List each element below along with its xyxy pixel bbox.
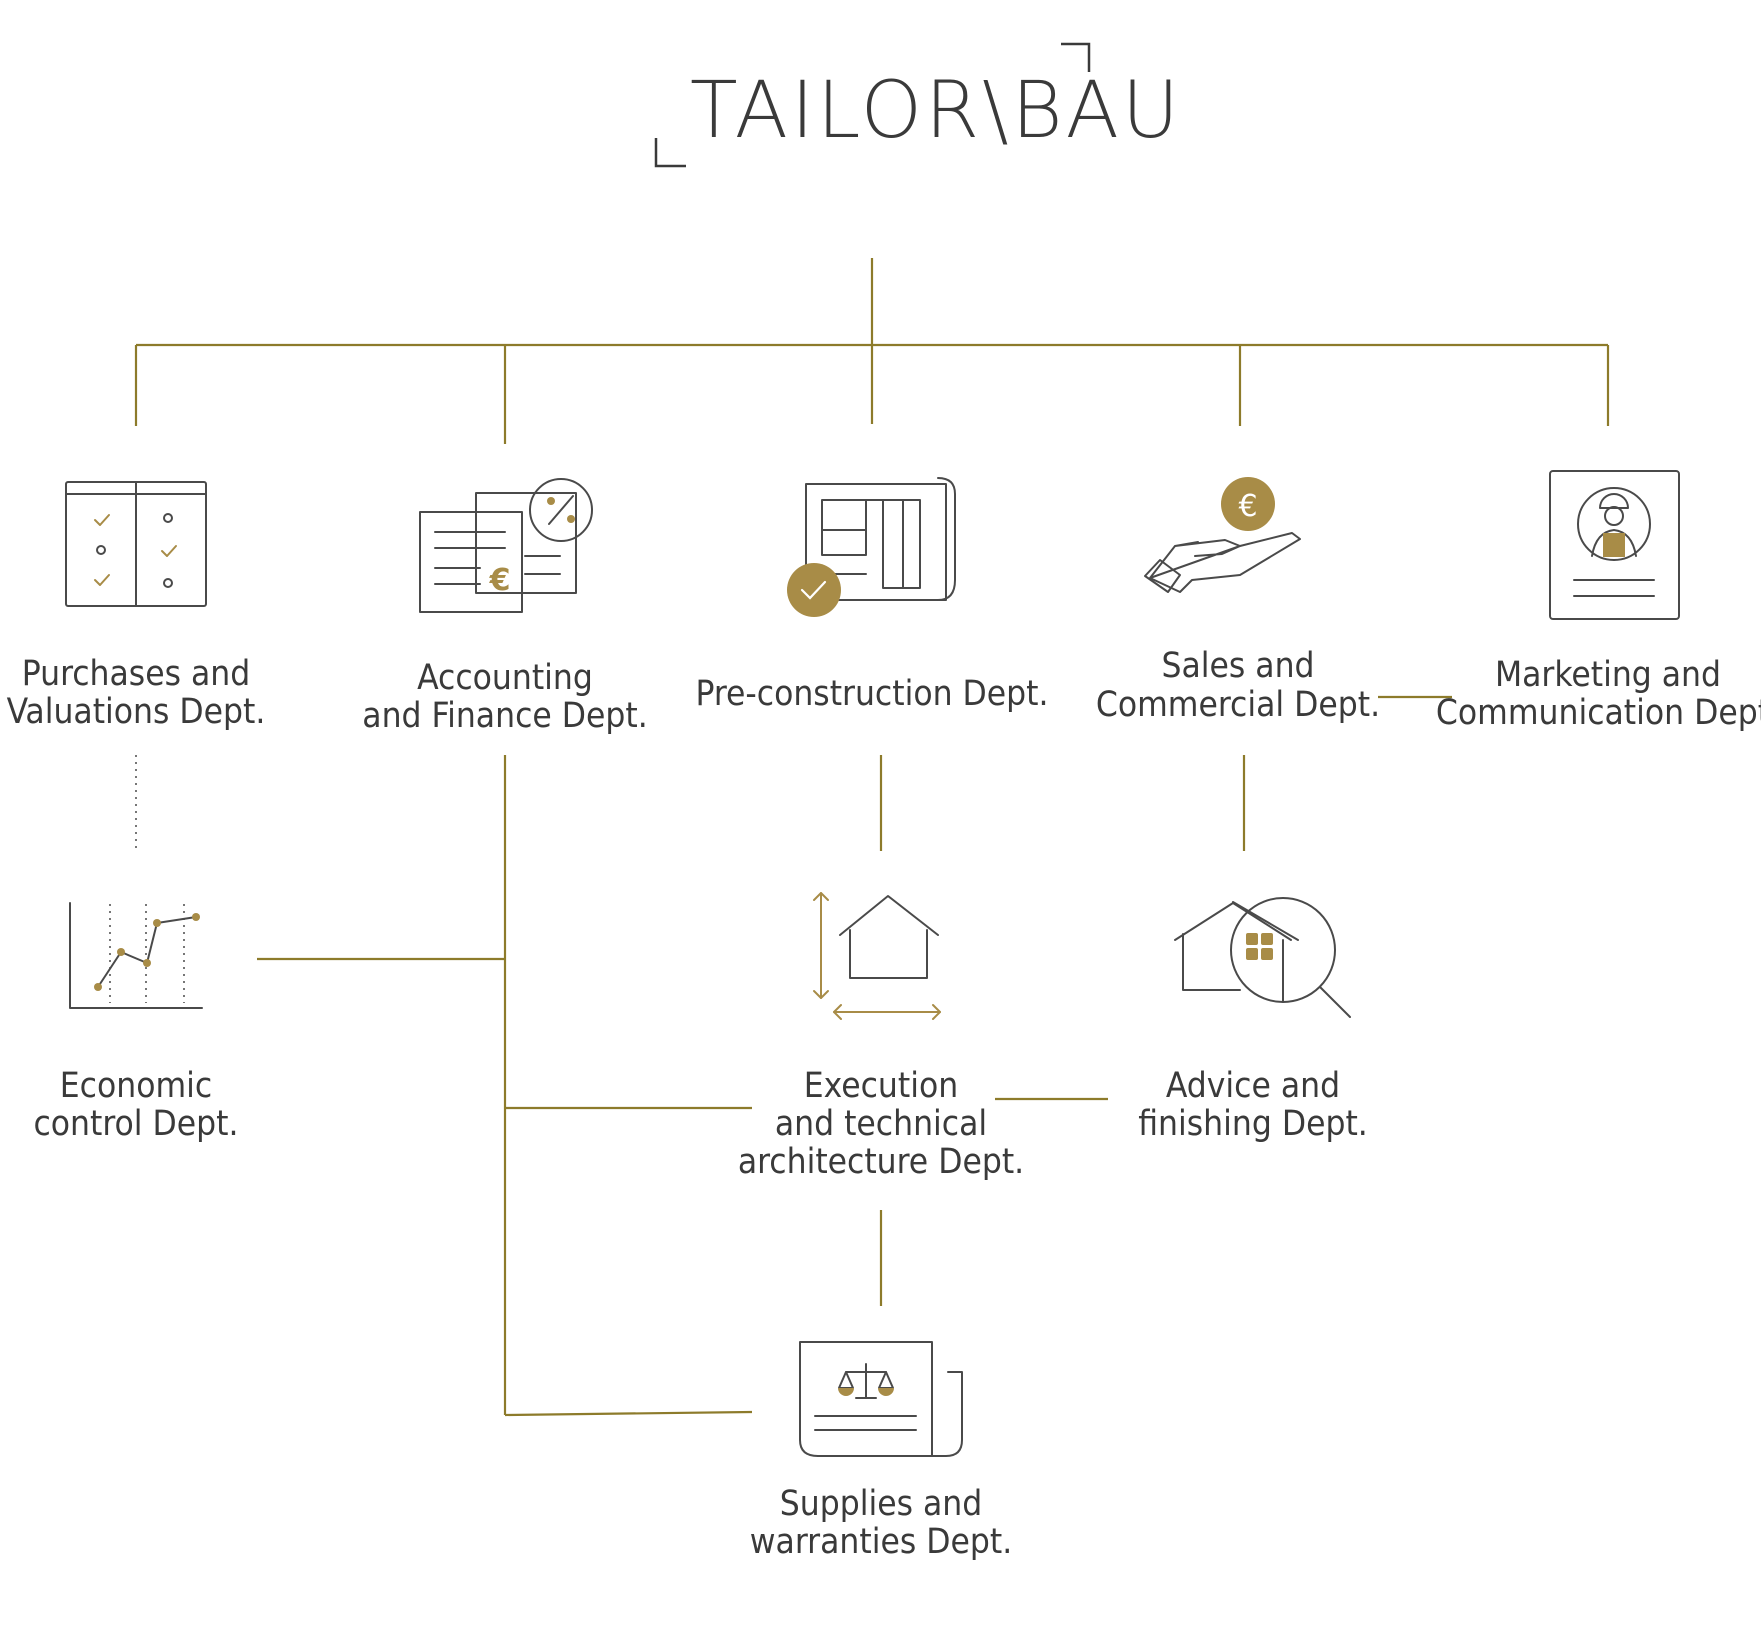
connectors bbox=[134, 258, 1610, 1417]
invoice-percent-icon: € bbox=[419, 478, 593, 613]
logo-corner-top-right bbox=[1061, 42, 1091, 72]
dept-sales: Sales and Commercial Dept. bbox=[1096, 646, 1380, 725]
coin-euro-glyph: € bbox=[1238, 489, 1257, 524]
house-dimensions-icon bbox=[813, 892, 941, 1020]
dept-supplies-line2: warranties Dept. bbox=[750, 1522, 1012, 1562]
dept-preconstruction: Pre-construction Dept. bbox=[695, 674, 1048, 714]
dept-purchases-line1: Purchases and bbox=[22, 654, 251, 694]
dept-execution-line1: Execution bbox=[804, 1066, 958, 1106]
link-supplies bbox=[504, 1410, 753, 1417]
blueprint-check-icon bbox=[787, 477, 956, 617]
logo-text: TAILOR\BAU bbox=[690, 66, 1182, 156]
dept-purchases-line2: Valuations Dept. bbox=[7, 692, 266, 732]
dept-accounting-line2: and Finance Dept. bbox=[362, 696, 647, 736]
euro-glyph: € bbox=[489, 563, 511, 598]
dept-economic-line2: control Dept. bbox=[33, 1104, 238, 1144]
house-magnifier-icon bbox=[1174, 897, 1351, 1018]
dept-advice-line1: Advice and bbox=[1166, 1066, 1340, 1106]
contract-scales-icon bbox=[799, 1341, 963, 1457]
dept-execution-line3: architecture Dept. bbox=[738, 1142, 1024, 1182]
dept-execution-line2: and technical bbox=[775, 1104, 987, 1144]
line-chart-icon bbox=[69, 902, 203, 1009]
dept-economic-line1: Economic bbox=[60, 1066, 212, 1106]
checklist-icon bbox=[65, 481, 207, 607]
logo-corner-bottom-left bbox=[654, 138, 686, 168]
dept-sales-line1: Sales and bbox=[1161, 646, 1314, 686]
dept-marketing-line1: Marketing and bbox=[1495, 655, 1721, 695]
hand-coin-icon: € bbox=[1144, 477, 1301, 593]
dept-advice-line2: finishing Dept. bbox=[1138, 1104, 1368, 1144]
dept-marketing-line2: Communication Dept. bbox=[1436, 693, 1761, 733]
dept-supplies-line1: Supplies and bbox=[780, 1484, 982, 1524]
dept-accounting: Accounting and Finance Dept. bbox=[362, 658, 647, 736]
dept-advice: Advice and finishing Dept. bbox=[1138, 1066, 1368, 1144]
dept-economic: Economic control Dept. bbox=[33, 1066, 238, 1144]
dept-marketing: Marketing and Communication Dept. bbox=[1436, 655, 1761, 733]
dept-execution: Execution and technical architecture Dep… bbox=[738, 1066, 1024, 1182]
dept-sales-line2: Commercial Dept. bbox=[1096, 685, 1380, 725]
logo: TAILOR\BAU bbox=[654, 42, 1182, 168]
dept-supplies: Supplies and warranties Dept. bbox=[750, 1484, 1012, 1562]
dept-purchases: Purchases and Valuations Dept. bbox=[7, 654, 266, 732]
dept-accounting-line1: Accounting bbox=[417, 658, 593, 698]
dept-preconstruction-line1: Pre-construction Dept. bbox=[695, 674, 1048, 714]
worker-profile-icon bbox=[1549, 470, 1680, 620]
